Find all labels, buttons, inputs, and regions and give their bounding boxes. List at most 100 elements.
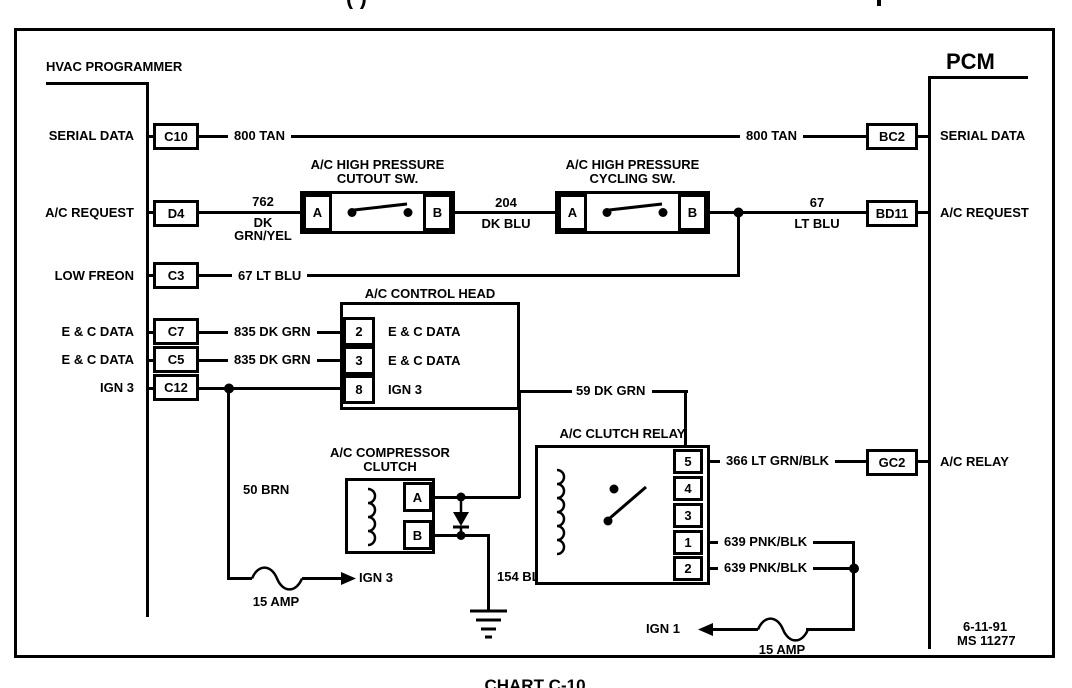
wire-clutch-b [433, 534, 490, 537]
wire-label-dkblu: DK BLU [481, 216, 531, 231]
pcm-pin-bd11: BD11 [866, 200, 918, 227]
wire-low-freon [199, 274, 740, 277]
wire-label-835-2: 835 DK GRN [228, 353, 317, 367]
hvac-pin-c10: C10 [153, 123, 199, 150]
control-head-pin-3: 3 [343, 346, 375, 375]
cycling-sw-title1: A/C HIGH PRESSURE [565, 157, 700, 172]
top-edge-mark [877, 0, 881, 6]
compressor-pin-a: A [403, 482, 432, 512]
compressor-title1: A/C COMPRESSOR [330, 445, 450, 460]
hvac-pin-label: SERIAL DATA [48, 128, 134, 143]
compressor-title2: CLUTCH [363, 459, 417, 474]
stub [918, 211, 928, 214]
control-head-row-label: E & C DATA [388, 324, 461, 339]
pcm-bracket-h [928, 76, 1028, 79]
wire-label-67: 67 [809, 195, 825, 210]
hvac-pin-label: A/C REQUEST [45, 205, 134, 220]
wire-label-366: 366 LT GRN/BLK [720, 454, 836, 468]
wire-fuse2-b [806, 628, 855, 631]
wire-label-lowfreon: 67 LT BLU [232, 269, 308, 283]
control-head-title: A/C CONTROL HEAD [364, 286, 496, 301]
fuse1-dest-label: IGN 3 [359, 570, 393, 585]
date-label: 6-11-91 [963, 619, 1008, 634]
fuse2-amp-label: 15 AMP [758, 642, 806, 657]
relay-pin-3: 3 [673, 503, 703, 528]
hvac-pin-c3: C3 [153, 262, 199, 289]
pcm-pin-label: SERIAL DATA [940, 128, 1026, 143]
wire-label-ltblu: LT BLU [794, 216, 840, 231]
relay-pin-5: 5 [673, 449, 703, 474]
cycling-sw-title2: CYCLING SW. [589, 171, 676, 186]
wire-label-835-1: 835 DK GRN [228, 325, 317, 339]
diagram-border [14, 28, 1055, 658]
stub [148, 135, 155, 138]
hvac-bracket-h [46, 82, 149, 85]
cycling-sw-pin-a: A [558, 194, 587, 231]
wire-154blk [487, 534, 490, 611]
hvac-pin-c5: C5 [153, 346, 199, 373]
hvac-bracket-v [146, 82, 149, 617]
hvac-pin-label: E & C DATA [61, 324, 134, 339]
cutout-sw-pin-a: A [303, 194, 332, 231]
fuse1-amp-label: 15 AMP [252, 594, 300, 609]
hvac-pin-d4: D4 [153, 200, 199, 227]
wire-low-freon-riser [737, 212, 740, 277]
stub [148, 359, 155, 362]
stub [148, 331, 155, 334]
wire-label-grnyel: GRN/YEL [234, 228, 292, 243]
wire-50brn [227, 387, 230, 579]
wire-label-50brn: 50 BRN [243, 482, 290, 497]
pcm-pin-label: A/C RELAY [940, 454, 1009, 469]
wire-label-dk: DK [253, 215, 273, 230]
pcm-bracket-v [928, 76, 931, 649]
relay-pin-4: 4 [673, 476, 703, 501]
wire-59-right [652, 390, 688, 393]
wire-fuse2-a [713, 628, 758, 631]
wire-fuse1-a [227, 577, 252, 580]
control-head-pin-8: 8 [343, 375, 375, 404]
cutout-sw-title1: A/C HIGH PRESSURE [310, 157, 445, 172]
control-head-row-label: E & C DATA [388, 353, 461, 368]
wire-59-left [518, 390, 572, 393]
cycling-sw-pin-b: B [678, 194, 707, 231]
wire-request-1 [199, 211, 300, 214]
control-head-pin-2: 2 [343, 317, 375, 346]
stub [148, 211, 155, 214]
stub [918, 460, 928, 463]
wire-request-3 [710, 211, 868, 214]
wire-59-drop [684, 390, 687, 448]
hvac-pin-label: IGN 3 [100, 380, 134, 395]
pcm-pin-gc2: GC2 [866, 449, 918, 476]
wire-pnk1-drop [852, 541, 855, 570]
top-edge-fragment: ( ) [346, 0, 416, 9]
hvac-title: HVAC PROGRAMMER [46, 59, 183, 74]
wire-label-800tan-left: 800 TAN [228, 129, 292, 143]
wire-ign1-drop [852, 567, 855, 630]
wire-fuse1-b [302, 577, 342, 580]
stub [148, 274, 155, 277]
pcm-pin-bc2: BC2 [866, 123, 918, 150]
pcm-pin-label: A/C REQUEST [940, 205, 1029, 220]
stub [918, 135, 928, 138]
pcm-title: PCM [946, 49, 995, 74]
doc-number: MS 11277 [957, 633, 1016, 648]
compressor-pin-b: B [403, 520, 432, 550]
relay-pin-2: 2 [673, 556, 703, 581]
wire-label-204: 204 [495, 195, 517, 210]
fuse2-dest-label: IGN 1 [646, 621, 680, 636]
wire-label-800tan-right: 800 TAN [740, 129, 804, 143]
hvac-pin-label: LOW FREON [54, 268, 134, 283]
hvac-pin-label: E & C DATA [61, 352, 134, 367]
wire-clutch-riser [518, 390, 521, 498]
wire-label-639-1: 639 PNK/BLK [718, 535, 814, 549]
wire-clutch-a [433, 496, 520, 499]
wire-serial-data [199, 135, 868, 138]
hvac-pin-c12: C12 [153, 374, 199, 401]
relay-title: A/C CLUTCH RELAY [559, 426, 686, 441]
bottom-caption-fragment: CHART C-10 [484, 677, 586, 688]
stub [148, 387, 155, 390]
wire-label-59dkgrn: 59 DK GRN [576, 383, 646, 398]
hvac-pin-c7: C7 [153, 318, 199, 345]
wire-label-639-2: 639 PNK/BLK [718, 561, 814, 575]
